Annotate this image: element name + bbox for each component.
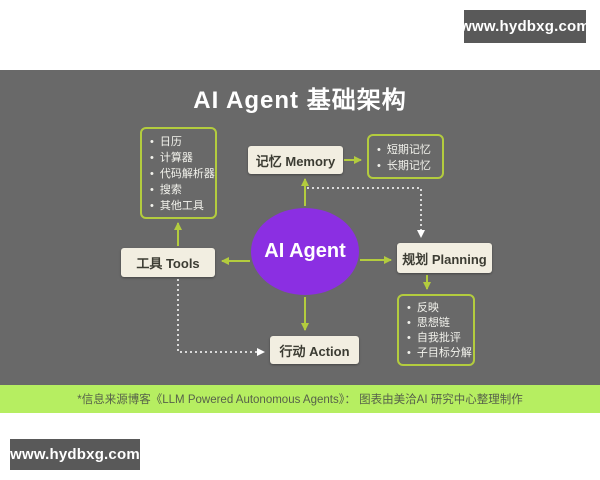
watermark-top: www.hydbxg.com [460,10,590,43]
list-item: 思想链 [407,316,465,331]
action-node: 行动 Action [270,336,359,364]
planning-list-box: 反映 思想链 自我批评 子目标分解 [397,294,475,366]
footnote-bar: *信息来源博客《LLM Powered Autonomous Agents》： … [0,385,600,413]
list-item: 日历 [150,134,207,150]
watermark-top-text: www.hydbxg.com [460,18,590,35]
tools-list: 日历 计算器 代码解析器 搜索 其他工具 [150,134,215,214]
tools-node: 工具 Tools [121,248,215,277]
list-item: 反映 [407,301,465,316]
footnote-text: *信息来源博客《LLM Powered Autonomous Agents》： … [77,394,523,406]
planning-node: 规划 Planning [397,243,492,273]
planning-list: 反映 思想链 自我批评 子目标分解 [407,301,472,361]
list-item: 代码解析器 [150,166,215,182]
tools-list-box: 日历 计算器 代码解析器 搜索 其他工具 [140,127,217,219]
list-item: 其他工具 [150,198,207,214]
diagram-title: AI Agent 基础架构 [193,87,407,114]
list-item: 计算器 [150,150,207,166]
list-item: 搜索 [150,182,207,198]
watermark-bottom-text: www.hydbxg.com [10,446,140,463]
ai-agent-node: AI Agent [251,208,359,295]
list-item: 子目标分解 [407,346,472,361]
list-item: 长期记忆 [377,158,434,174]
ai-agent-label: AI Agent [264,240,346,262]
memory-list-box: 短期记忆 长期记忆 [367,134,444,179]
list-item: 短期记忆 [377,142,434,158]
watermark-bottom: www.hydbxg.com [10,439,140,470]
memory-list: 短期记忆 长期记忆 [377,142,434,174]
memory-node: 记忆 Memory [248,146,343,174]
list-item: 自我批评 [407,331,465,346]
